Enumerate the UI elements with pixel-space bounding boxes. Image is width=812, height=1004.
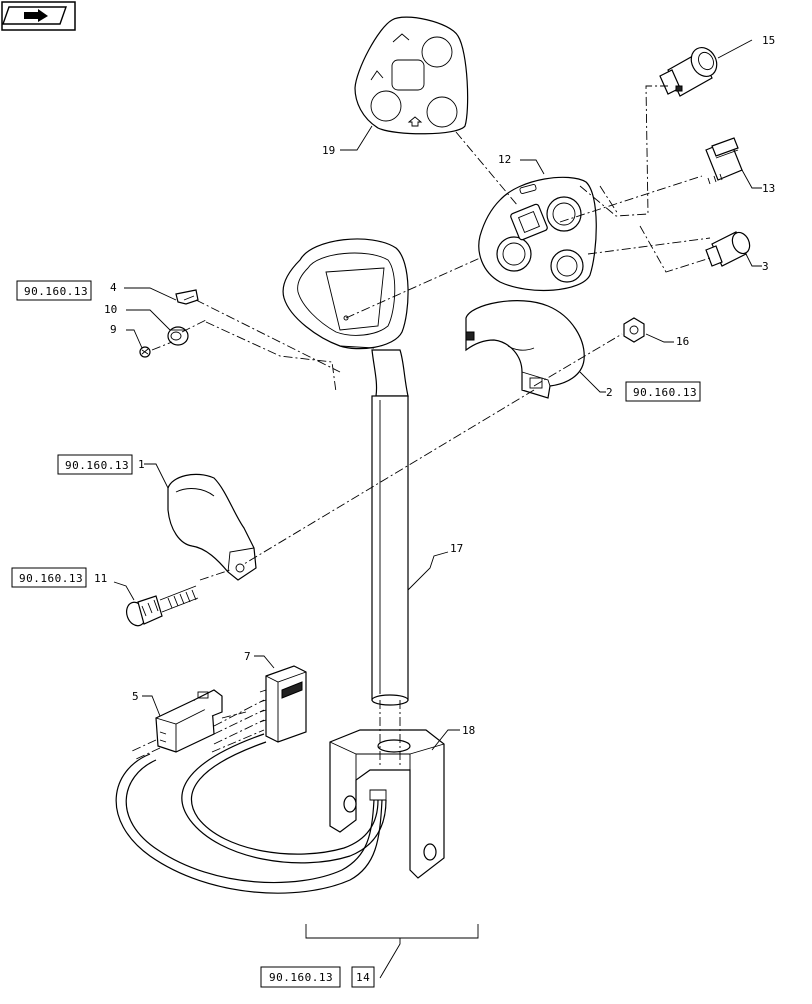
part-15-switch[interactable]	[659, 43, 722, 97]
callout-10: 10	[104, 303, 117, 316]
reference-label: 90.160.13	[19, 572, 83, 585]
callout-2: 2	[606, 386, 613, 399]
reference-box-r3[interactable]: 90.160.13	[57, 454, 133, 475]
handle-grip-housing[interactable]	[282, 238, 409, 350]
part-2-clamp-half[interactable]	[465, 300, 585, 399]
reference-box-r1[interactable]: 90.160.13	[16, 280, 92, 301]
part-12-switch-panel[interactable]	[478, 176, 597, 292]
reference-label: 90.160.13	[633, 386, 697, 399]
callout-9: 9	[110, 323, 117, 336]
part-19-keypad-overlay[interactable]	[354, 16, 469, 135]
callout-15: 15	[762, 34, 775, 47]
part-7-connector[interactable]	[259, 665, 307, 743]
part-9-screw[interactable]	[139, 346, 151, 358]
reference-box-r2[interactable]: 90.160.13	[625, 381, 701, 402]
part-17-shaft[interactable]	[371, 349, 409, 706]
callout-13: 13	[762, 182, 775, 195]
callout-5: 5	[132, 690, 139, 703]
reference-label: 90.160.13	[269, 971, 333, 984]
assembly-center-lines	[151, 85, 711, 581]
wire-harness-leads	[115, 699, 387, 894]
callout-11: 11	[94, 572, 107, 585]
part-11-knob-screw[interactable]	[123, 585, 199, 628]
reference-label: 90.160.13	[65, 459, 129, 472]
callout-18: 18	[462, 724, 475, 737]
part-1-clamp-half[interactable]	[167, 473, 257, 581]
callout-17: 17	[450, 542, 463, 555]
callout-16: 16	[676, 335, 689, 348]
callout-3: 3	[762, 260, 769, 273]
reference-box-r5[interactable]: 90.160.13	[260, 966, 341, 988]
next-page-arrow-icon[interactable]	[1, 1, 76, 31]
part-5-connector[interactable]	[155, 689, 223, 753]
callout-14: 14	[356, 971, 370, 984]
part-13-rocker-switch[interactable]	[705, 137, 743, 185]
callout-1: 1	[138, 458, 145, 471]
callout-12: 12	[498, 153, 511, 166]
part-18-bracket[interactable]	[329, 700, 445, 879]
callout-box-14[interactable]: 14	[351, 966, 375, 988]
callout-19: 19	[322, 144, 335, 157]
reference-label: 90.160.13	[24, 285, 88, 298]
reference-box-r4[interactable]: 90.160.13	[11, 567, 87, 588]
part-16-nut[interactable]	[623, 317, 645, 343]
part-3-push-button[interactable]	[705, 230, 753, 267]
part-4-clip[interactable]	[175, 289, 199, 305]
callout-4: 4	[110, 281, 117, 294]
callout-7: 7	[244, 650, 251, 663]
part-14-assembly-bracket	[305, 924, 479, 979]
